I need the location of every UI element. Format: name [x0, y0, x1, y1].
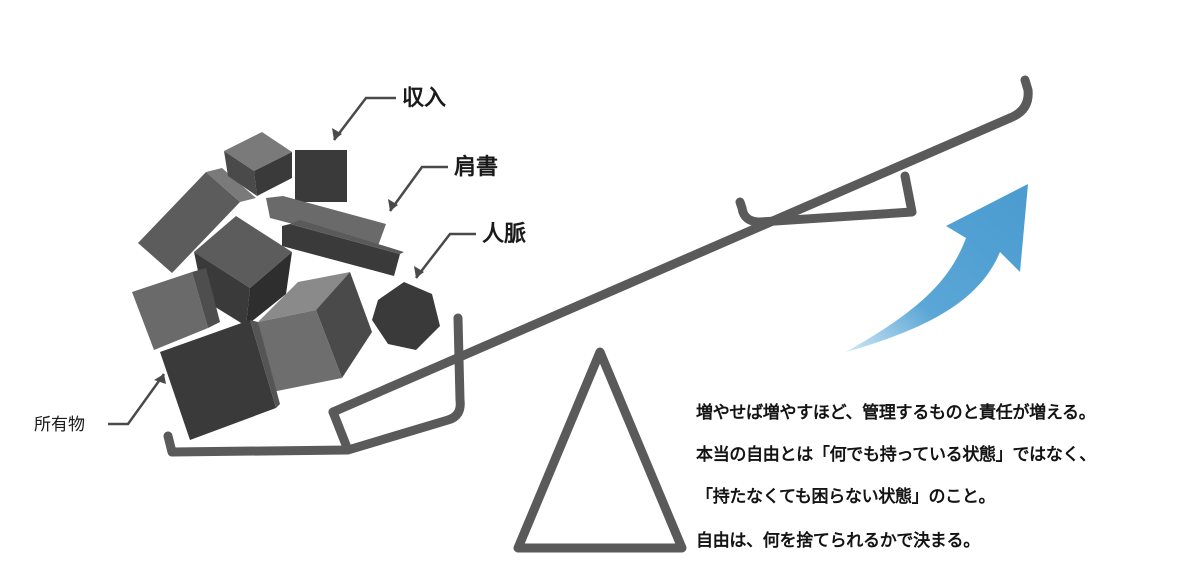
- possessions-block: [160, 320, 280, 440]
- income-block: [295, 150, 347, 202]
- label-network: 人脈: [482, 222, 526, 247]
- left-tray: [163, 313, 465, 457]
- pointers: [108, 96, 476, 426]
- light-cube-block: [258, 272, 372, 392]
- income-pointer: [333, 96, 396, 141]
- up-arrow-icon: [846, 184, 1028, 352]
- cube-block-small: [224, 132, 292, 196]
- big-cube-block: [194, 216, 292, 326]
- title-blocks: [266, 196, 404, 276]
- left-cube-block: [132, 268, 220, 350]
- caption-line-3: 「持たなくても困らない状態」のこと。: [696, 487, 996, 507]
- bar-block: [138, 168, 256, 273]
- caption-line-1: 増やせば増やすほど、管理するものと責任が増える。: [696, 403, 1096, 423]
- fulcrum: [513, 347, 687, 553]
- label-income: 収入: [402, 86, 446, 111]
- right-tray: [735, 75, 1033, 227]
- possessions-pointer: [108, 373, 166, 426]
- blocks-pile: [132, 132, 440, 440]
- caption-line-4: 自由は、何を捨てられるかで決まる。: [696, 531, 980, 551]
- label-possessions: 所有物: [34, 415, 85, 435]
- title-pointer: [388, 165, 448, 212]
- network-pointer: [415, 232, 476, 279]
- seesaw-beam: [328, 113, 1015, 417]
- network-block: [372, 282, 440, 350]
- label-title: 肩書: [454, 154, 498, 180]
- caption-line-2: 本当の自由とは「何でも持っている状態」ではなく、: [696, 445, 1096, 465]
